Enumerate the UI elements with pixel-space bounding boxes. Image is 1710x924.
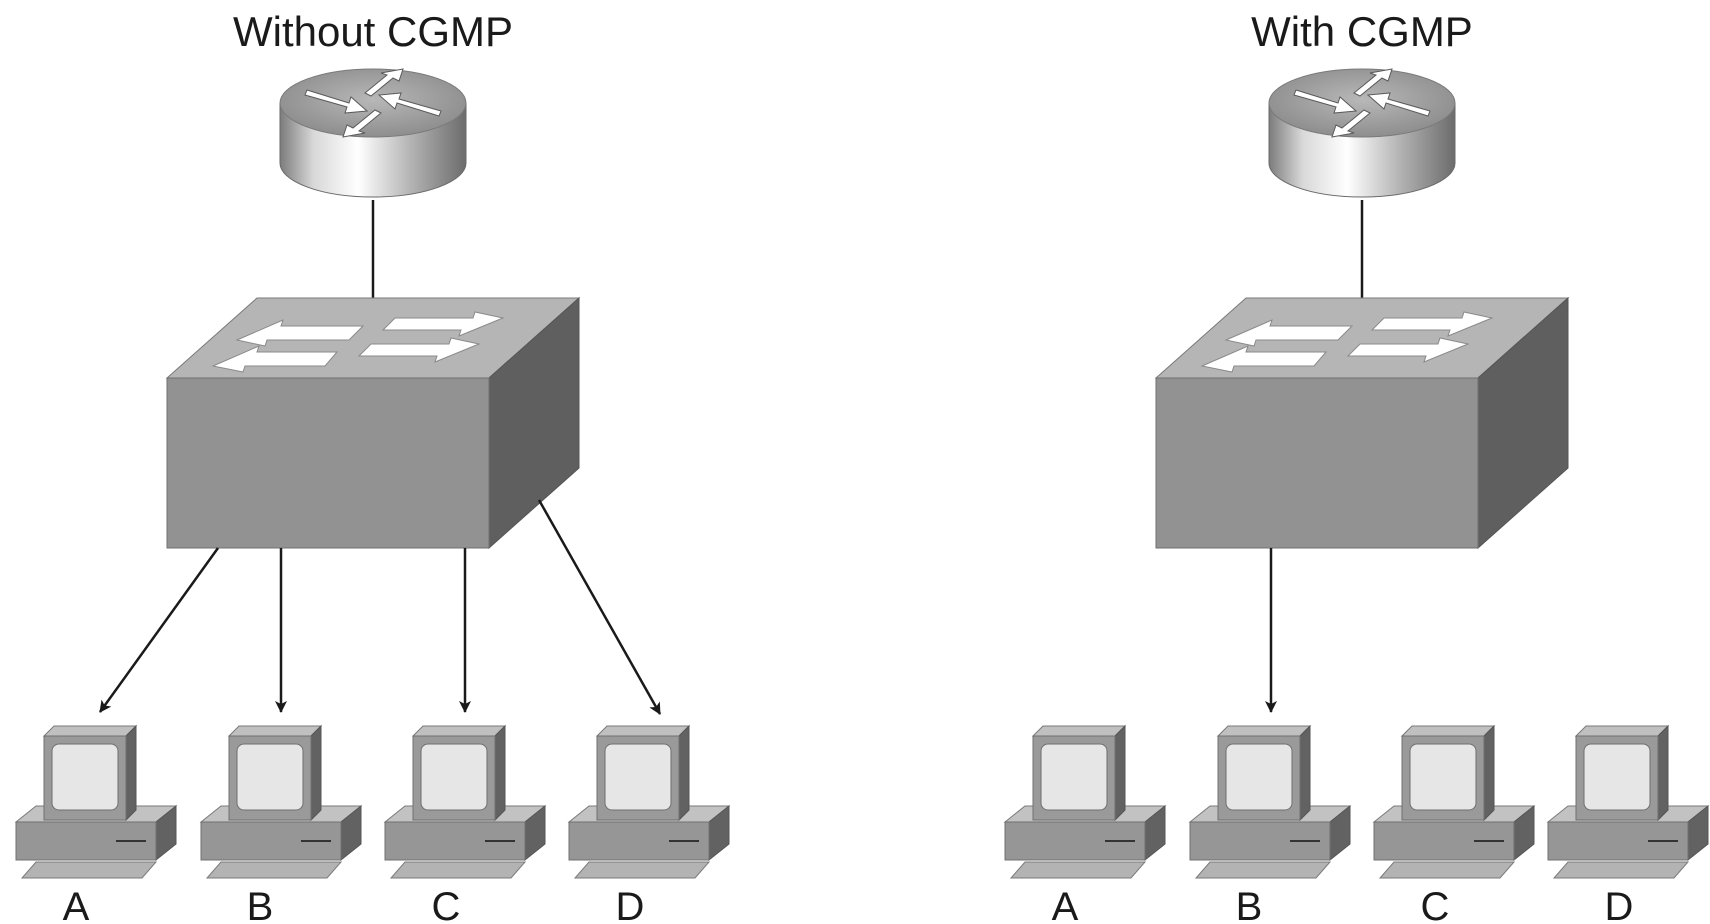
host-label-a: A (1052, 885, 1079, 924)
flow-arrow-d (537, 499, 662, 715)
router-icon (279, 68, 467, 198)
pc-icon (1189, 725, 1351, 879)
host-label-d: D (616, 885, 645, 924)
pc-icon (1547, 725, 1709, 879)
panel-title: With CGMP (1251, 8, 1473, 55)
host-label-d: D (1605, 885, 1634, 924)
panel-title: Without CGMP (233, 8, 513, 55)
host-label-b: B (1236, 885, 1263, 924)
router-icon (1268, 68, 1456, 198)
switch-icon (1155, 297, 1569, 549)
host-label-b: B (247, 885, 274, 924)
panel-with-cgmp: With CGMP A B C D (1004, 8, 1709, 924)
pc-icon (1373, 725, 1535, 879)
pc-icon (15, 725, 177, 879)
host-label-a: A (63, 885, 90, 924)
host-label-c: C (432, 885, 461, 924)
pc-icon (384, 725, 546, 879)
pc-icon (1004, 725, 1166, 879)
switch-icon (166, 297, 580, 549)
panel-without-cgmp: Without CGMP A B C D (15, 8, 730, 924)
pc-icon (568, 725, 730, 879)
flow-arrow-a (98, 547, 220, 713)
host-label-c: C (1421, 885, 1450, 924)
pc-icon (200, 725, 362, 879)
